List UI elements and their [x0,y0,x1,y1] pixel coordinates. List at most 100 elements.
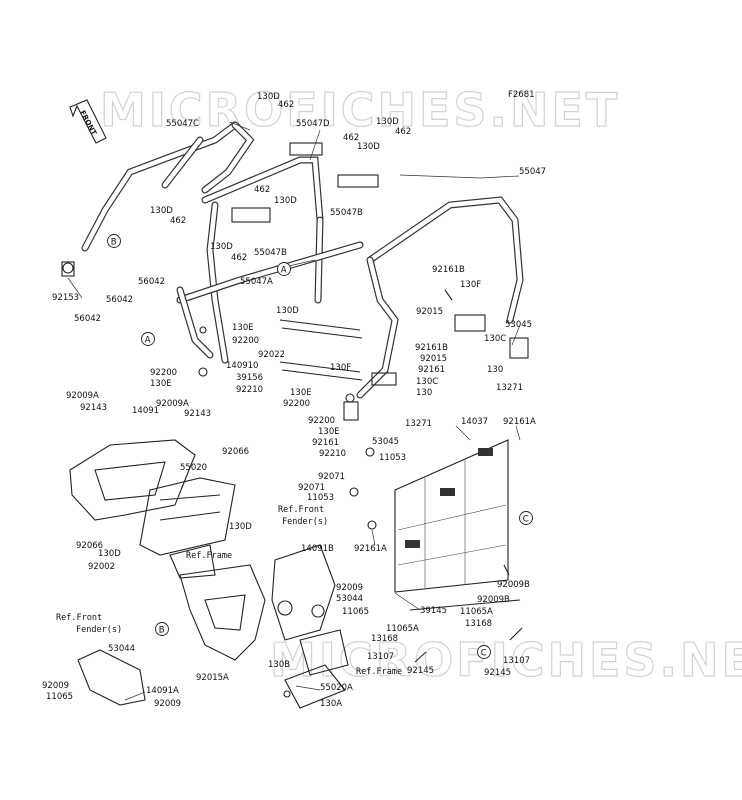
ref-front-fender-label: Ref.Front [56,613,102,623]
part-label: 130D [257,92,280,102]
part-label: 55047D [296,119,330,129]
part-label: 56042 [138,277,165,287]
part-label: 55047B [254,248,287,258]
rear-screen [394,439,521,611]
part-label: 11053 [307,493,334,503]
cross-bars [279,319,363,381]
frame-mount [179,564,266,661]
front-guard [69,439,236,579]
part-label: 130 [416,388,432,398]
diagram-code: F2681 [508,90,535,100]
callout-B-top: B [111,238,117,248]
part-label: 92071 [318,472,345,482]
part-label: 11065A [386,624,419,634]
part-label: 130B [268,660,290,670]
callout-C-bottom: C [481,649,487,659]
part-label: 92200 [232,336,259,346]
reference-labels: Ref.Frame Ref.Front Fender(s) Ref.Front … [56,505,402,677]
step-bracket [284,629,349,709]
part-label: 13107 [503,656,530,666]
part-label: 130D [276,306,299,316]
part-label: 130D [274,196,297,206]
part-label: 130C [416,377,438,387]
part-label: 11065 [342,607,369,617]
leader-lines [67,121,521,701]
part-label: 55047B [330,208,363,218]
part-label: 55047 [519,167,546,177]
fender-bracket-right [271,544,336,641]
part-label: 92009 [336,583,363,593]
part-label: 92009B [497,580,530,590]
ref-front-fender-label: Ref.Front [278,505,324,515]
part-label: 92015 [420,354,447,364]
part-label: 92009B [477,595,510,605]
part-label: 130E [290,388,312,398]
part-label: 14037 [461,417,488,427]
part-label: 92009 [42,681,69,691]
part-label: 130A [320,699,342,709]
part-label: 92200 [308,416,335,426]
part-label: 13271 [496,383,523,393]
callout-B-bottom: B [159,626,165,636]
part-label: 92145 [484,668,511,678]
part-label: 92161A [354,544,387,554]
part-label: 130F [330,363,351,373]
part-label: 13168 [371,634,398,644]
ref-frame-label: Ref.Frame [356,667,402,677]
part-label: 130D [229,522,252,532]
part-label: 53044 [108,644,135,654]
part-label: 92200 [283,399,310,409]
part-label: 130C [484,334,506,344]
hardware-parts [62,262,523,698]
part-label: 130E [150,379,172,389]
part-label: 140910 [226,361,258,371]
part-label: 92009A [66,391,99,401]
part-label: 92161B [432,265,465,275]
part-label: 462 [395,127,411,137]
part-label: 130E [318,427,340,437]
part-label: 462 [343,133,359,143]
part-label: 130D [150,206,173,216]
part-label: 130D [376,117,399,127]
part-label: 55020 [180,463,207,473]
roll-cage-rear [81,121,255,252]
callout-C-right: C [523,515,529,525]
part-label: 92071 [298,483,325,493]
part-label: 56042 [106,295,133,305]
part-label: 130E [232,323,254,333]
part-label: 55047A [240,277,273,287]
ref-front-fender-label: Fender(s) [282,517,328,527]
part-label: 53045 [372,437,399,447]
part-label: 92161A [503,417,536,427]
part-label: 13271 [405,419,432,429]
part-label: 11065A [460,607,493,617]
part-label: 55047C [166,119,199,129]
part-label: 56042 [74,314,101,324]
part-label: 92002 [88,562,115,572]
part-label: 462 [254,185,270,195]
part-label: 92161 [418,365,445,375]
part-label: 39145 [420,606,447,616]
part-label: 92200 [150,368,177,378]
part-label: 55020A [320,683,353,693]
part-label: 92015 [416,307,443,317]
part-label: 92066 [222,447,249,457]
part-label: 11065 [46,692,73,702]
roll-cage-front-hoop [176,196,524,399]
ref-frame-label: Ref.Frame [186,551,232,561]
watermark-top: MICROFICHES.NET [100,83,620,137]
part-label: 462 [278,100,294,110]
part-label: 130D [210,242,233,252]
part-label: 53045 [505,320,532,330]
part-label: 92153 [52,293,79,303]
part-label: 92161B [415,343,448,353]
part-label: 92143 [80,403,107,413]
part-label: 39156 [236,373,263,383]
part-labels: 130D 462 55047C 55047D 130D 462 462 130D… [42,92,546,709]
part-label: 13168 [465,619,492,629]
part-label: 92015A [196,673,229,683]
part-label: 13107 [367,652,394,662]
part-label: 462 [231,253,247,263]
part-label: 14091 [132,406,159,416]
